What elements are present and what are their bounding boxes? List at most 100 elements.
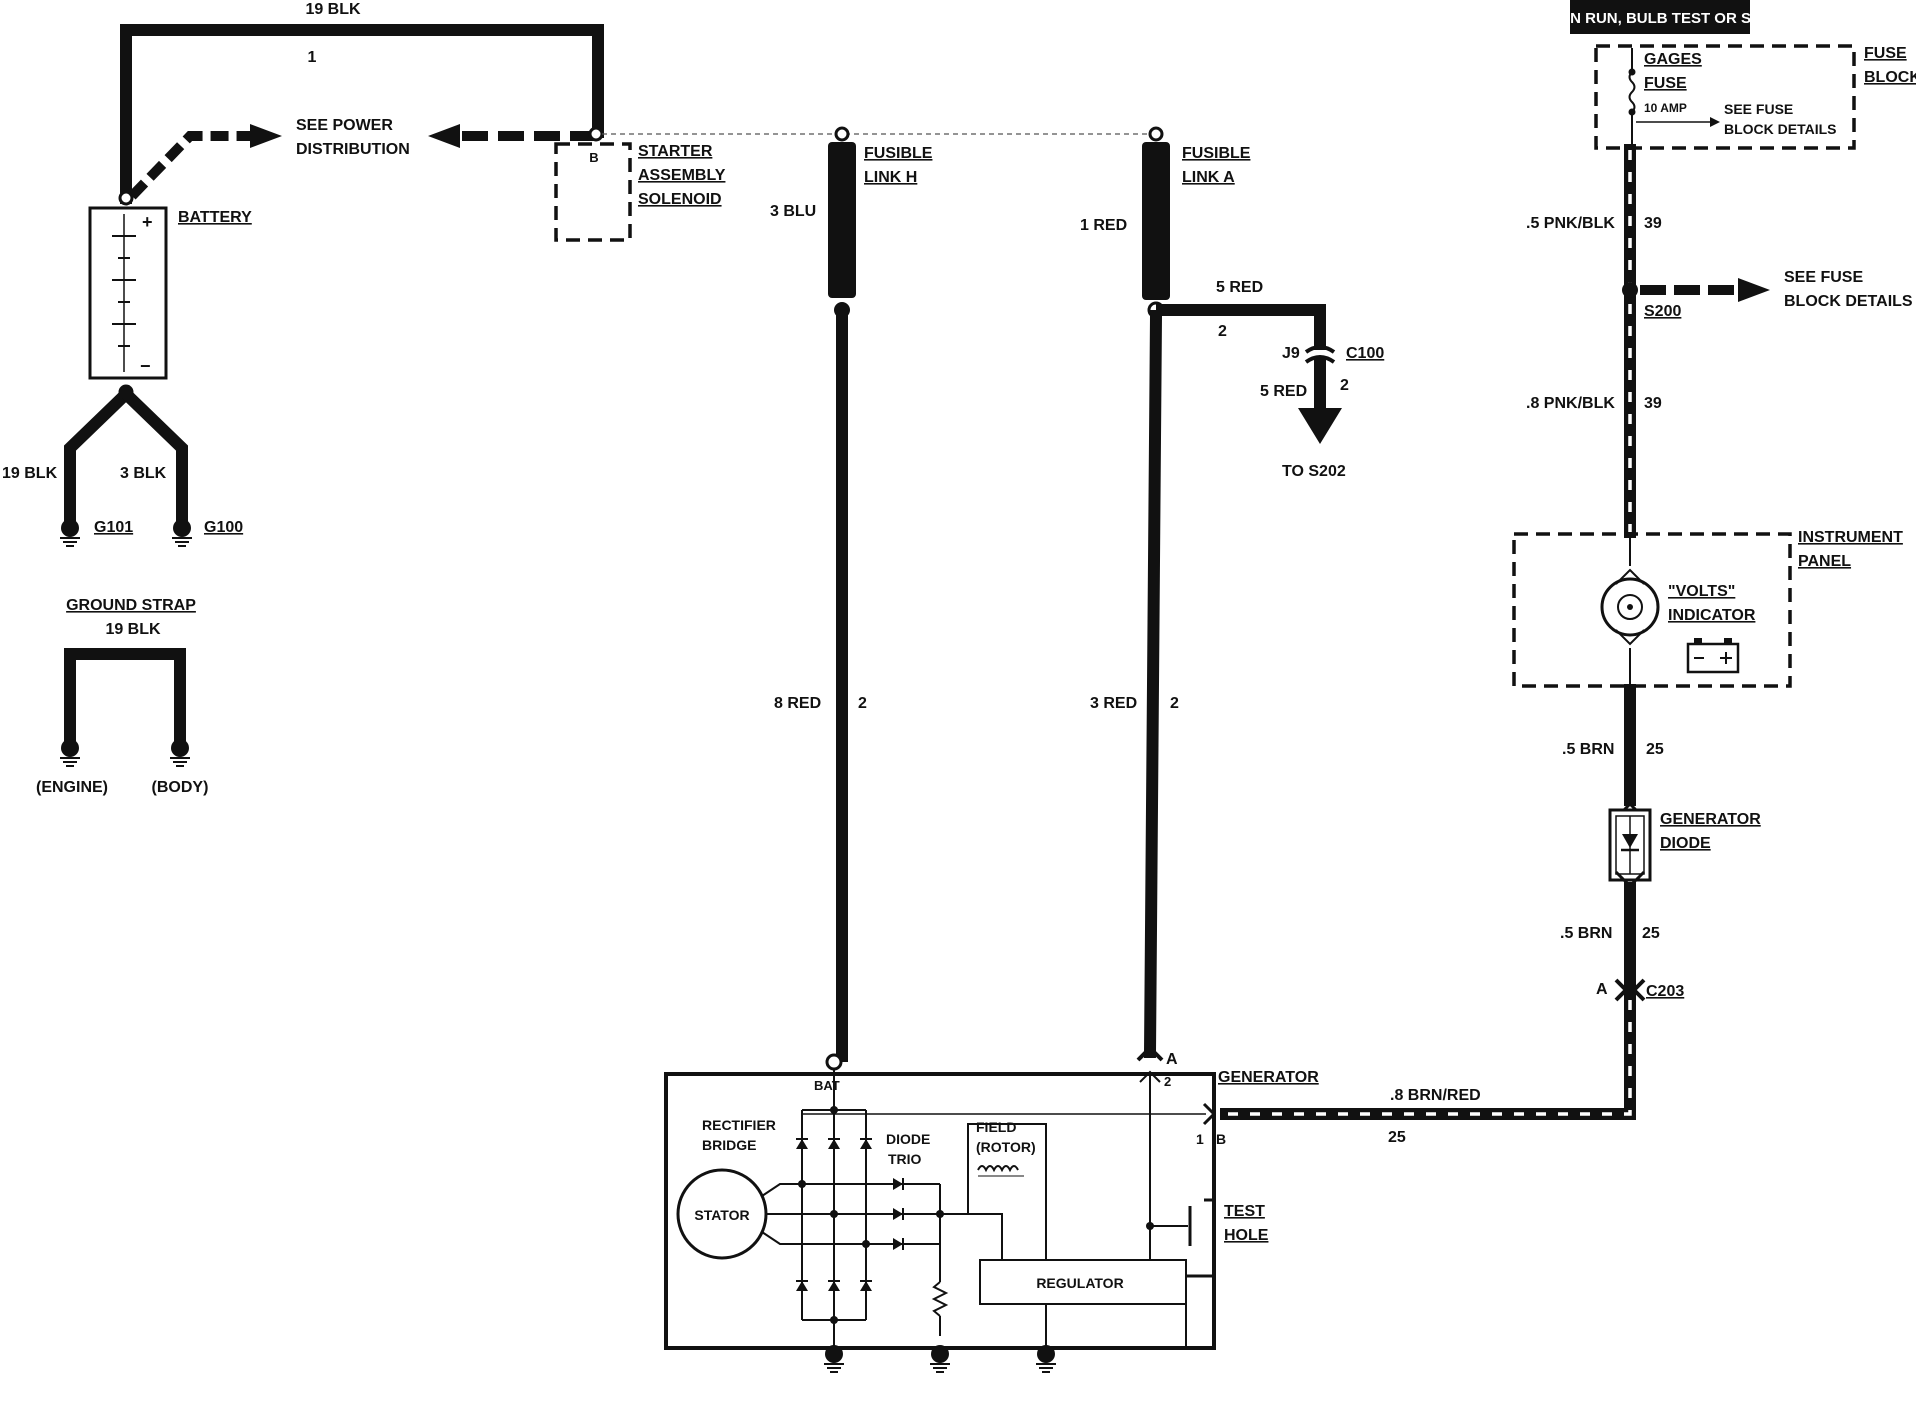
battery-cable-19blk: 19 BLK 1 [120, 1, 604, 204]
ground-strap-wire: 19 BLK [105, 621, 161, 638]
diode-trio [892, 1177, 949, 1336]
rectifier-line1: RECTIFIER [702, 1117, 776, 1133]
branch-wire-bottom: 5 RED [1260, 383, 1307, 400]
fuse-block-name1: FUSE [1864, 45, 1907, 62]
branch-to-s202: 5 RED 2 J9 C100 5 RED 2 TO S202 [1156, 279, 1384, 480]
fuse-details-line1: SEE FUSE [1724, 101, 1793, 117]
w3-label: .5 BRN [1562, 741, 1614, 758]
indicator-to-diode-wire: .5 BRN 25 [1562, 684, 1664, 806]
fusible-a-wire: 1 RED [1080, 217, 1127, 234]
splice-ref-line1: SEE FUSE [1784, 269, 1863, 286]
battery-minus: − [140, 356, 151, 376]
gen-diode-line2: DIODE [1660, 835, 1711, 852]
diode-trio-line1: DIODE [886, 1131, 930, 1147]
fusible-link-h: FUSIBLE LINK H 3 BLU 8 RED 2 [770, 126, 933, 1062]
c203-pin: A [1596, 981, 1608, 998]
volts-line1: "VOLTS" [1668, 583, 1735, 600]
fuse-block: FUSE BLOCK GAGES FUSE 10 AMP SEE FUSE BL… [1594, 44, 1916, 150]
battery: + − BATTERY [88, 190, 252, 380]
hot-in-run-box: HOT IN RUN, BULB TEST OR START [1530, 0, 1790, 34]
fusible-a-line2: LINK A [1182, 169, 1235, 186]
top-wire-label: 19 BLK [305, 1, 361, 18]
w4-label: .5 BRN [1560, 925, 1612, 942]
generator-diode: GENERATOR DIODE [1608, 801, 1761, 889]
gen-term-1: 1 [1196, 1131, 1204, 1147]
generator-label: GENERATOR [1218, 1069, 1319, 1086]
see-power-line2: DISTRIBUTION [296, 141, 410, 158]
splice-ref-line2: BLOCK DETAILS [1784, 293, 1913, 310]
hot-in-run-label: HOT IN RUN, BULB TEST OR START [1530, 10, 1790, 27]
branch-to-s202-label: TO S202 [1282, 463, 1346, 480]
gages-fuse-line1: GAGES [1644, 51, 1702, 68]
diode-to-generator-wire: .5 BRN 25 A C203 .8 BRN/RED 25 [1220, 882, 1684, 1146]
ground-g101: G101 [94, 519, 133, 536]
fuse-details-line2: BLOCK DETAILS [1724, 121, 1837, 137]
battery-label: BATTERY [178, 209, 252, 226]
gen-bat-term: BAT [814, 1078, 840, 1093]
fusible-h-line1: FUSIBLE [864, 145, 933, 162]
w4-circuit: 25 [1642, 925, 1660, 942]
regulator [979, 1259, 1187, 1305]
w5-circuit: 25 [1388, 1129, 1406, 1146]
w5-label: .8 BRN/RED [1390, 1087, 1481, 1104]
starter-line2: ASSEMBLY [638, 167, 726, 184]
fusible-link-a: FUSIBLE LINK A 1 RED 3 RED 2 [1080, 126, 1251, 1059]
field-line1: FIELD [976, 1119, 1016, 1135]
field-rotor [940, 1123, 1047, 1260]
battery-plus: + [142, 212, 153, 232]
ground-engine: (ENGINE) [36, 779, 108, 796]
connector-c100: C100 [1346, 345, 1384, 362]
gen-term-2: 2 [1164, 1074, 1171, 1089]
splice-s200: S200 [1644, 303, 1681, 320]
starter-line3: SOLENOID [638, 191, 722, 208]
test-hole-line2: HOLE [1224, 1227, 1269, 1244]
fuse-rating: 10 AMP [1644, 101, 1687, 115]
branch-wire-top: 5 RED [1216, 279, 1263, 296]
instrument-panel: INSTRUMENT PANEL "VOLTS" INDICATOR [1512, 529, 1903, 688]
starter-term-b: B [589, 150, 598, 165]
battery-left-wire: 19 BLK [2, 465, 58, 482]
ground-strap: GROUND STRAP 19 BLK (ENGINE) (BODY) [36, 597, 208, 796]
w3-circuit: 25 [1646, 741, 1664, 758]
ground-strap-label: GROUND STRAP [66, 597, 196, 614]
power-distribution-arrows: SEE POWER DISTRIBUTION [128, 117, 596, 200]
see-power-line1: SEE POWER [296, 117, 393, 134]
fusible-h-line2: LINK H [864, 169, 917, 186]
wire-a-label: 3 RED [1090, 695, 1137, 712]
branch-circuit-bottom: 2 [1340, 377, 1349, 394]
battery-right-wire: 3 BLK [120, 465, 167, 482]
battery-ground-wires: 19 BLK 3 BLK G101 G100 [2, 384, 243, 547]
branch-pin: J9 [1282, 345, 1300, 362]
ground-body: (BODY) [152, 779, 209, 796]
rectifier-line2: BRIDGE [702, 1137, 756, 1153]
w2-circuit: 39 [1644, 395, 1662, 412]
wire-a-circuit: 2 [1170, 695, 1179, 712]
wire-bat-label: 8 RED [774, 695, 821, 712]
test-hole-line1: TEST [1224, 1203, 1265, 1220]
stator-label: STATOR [694, 1207, 749, 1223]
field-line2: (ROTOR) [976, 1139, 1036, 1155]
ground-g100: G100 [204, 519, 243, 536]
connector-c203: C203 [1646, 983, 1684, 1000]
gages-fuse-line2: FUSE [1644, 75, 1687, 92]
gages-feed-wire: .5 PNK/BLK 39 S200 SEE FUSE BLOCK DETAIL… [1526, 144, 1913, 538]
regulator-label: REGULATOR [1036, 1275, 1123, 1291]
w1-label: .5 PNK/BLK [1526, 215, 1615, 232]
starter-solenoid: B STARTER ASSEMBLY SOLENOID [554, 126, 726, 242]
gen-term-a: A [1166, 1051, 1178, 1068]
instrument-panel-name1: INSTRUMENT [1798, 529, 1903, 546]
w1-circuit: 39 [1644, 215, 1662, 232]
w2-label: .8 PNK/BLK [1526, 395, 1615, 412]
wire-bat-circuit: 2 [858, 695, 867, 712]
fuse-block-name2: BLOCK [1864, 69, 1916, 86]
instrument-panel-name2: PANEL [1798, 553, 1851, 570]
fusible-a-line1: FUSIBLE [1182, 145, 1251, 162]
starter-line1: STARTER [638, 143, 713, 160]
top-wire-circuit: 1 [308, 49, 317, 66]
volts-line2: INDICATOR [1668, 607, 1756, 624]
gen-diode-line1: GENERATOR [1660, 811, 1761, 828]
branch-circuit-top: 2 [1218, 323, 1227, 340]
battery-warning-icon [1686, 638, 1740, 674]
fusible-h-wire: 3 BLU [770, 203, 816, 220]
